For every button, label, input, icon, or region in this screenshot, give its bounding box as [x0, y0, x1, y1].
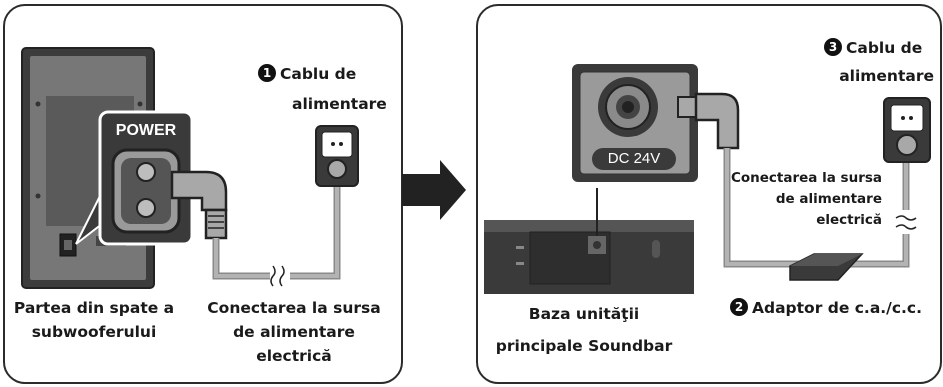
- subwoofer-power-plug: [170, 170, 228, 240]
- power-label: POWER: [115, 122, 177, 139]
- soundbar-base-caption: Baza unităţii principale Soundbar: [495, 305, 673, 355]
- arrow-next-icon: [402, 160, 466, 220]
- left-wall-outlet: [315, 125, 359, 187]
- callout-number-1: 1: [258, 64, 276, 82]
- left-cable-break-mark: [270, 265, 285, 287]
- soundbar-base-illustration: [484, 188, 694, 294]
- right-cable-break-mark: [895, 215, 917, 230]
- power-socket-zoom: [98, 110, 194, 246]
- right-outlet-caption: Conectarea la sursa de alimentare electr…: [730, 170, 882, 228]
- right-panel: [476, 4, 942, 384]
- left-outlet-caption: Conectarea la sursa de alimentare electr…: [207, 299, 381, 365]
- right-wall-outlet: [883, 97, 931, 163]
- subwoofer-rear-caption: Partea din spate a subwooferului: [13, 299, 175, 341]
- callout-number-3: 3: [824, 38, 842, 56]
- dc-24v-label: DC 24V: [607, 150, 661, 167]
- dc-plug: [677, 92, 740, 150]
- dc-socket-zoom: [572, 64, 698, 182]
- left-power-cable: [212, 182, 341, 280]
- callout-1-power-cable-label-line2: alimentare: [292, 95, 387, 113]
- callout-3-power-cable-label-line2: alimentare: [839, 67, 934, 85]
- callout-number-2: 2: [730, 298, 748, 316]
